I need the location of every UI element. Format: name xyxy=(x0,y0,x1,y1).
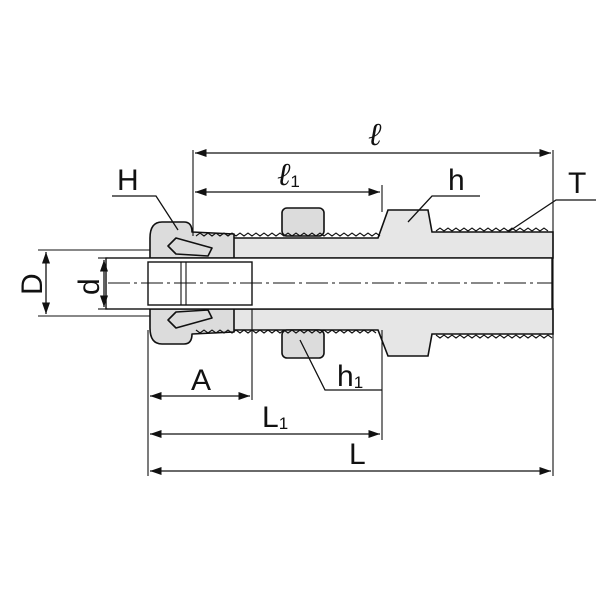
extension-lines xyxy=(38,150,554,476)
label-L1: L1 xyxy=(262,401,288,434)
label-A: A xyxy=(191,364,211,397)
dimension-lines xyxy=(41,148,551,476)
leader-lines xyxy=(112,195,596,391)
label-L: L xyxy=(349,438,366,471)
hex-h1-lower xyxy=(281,329,325,359)
label-l: ℓ xyxy=(368,116,382,152)
ferrule-lower xyxy=(167,309,213,329)
ferrule-upper xyxy=(167,237,213,257)
thread-lower-right xyxy=(435,334,553,339)
label-D: D xyxy=(16,273,49,295)
body-upper xyxy=(231,209,554,259)
fitting-body xyxy=(105,207,554,359)
label-H: H xyxy=(117,164,139,197)
label-h1: h1 xyxy=(337,360,363,393)
thread-lower-left xyxy=(195,329,377,334)
thread-upper-left xyxy=(195,232,381,237)
label-d: d xyxy=(73,278,106,295)
label-h: h xyxy=(448,164,465,197)
hex-h1-upper xyxy=(281,207,325,237)
leader-h xyxy=(407,195,480,223)
leader-T xyxy=(507,199,596,233)
leader-h1 xyxy=(299,339,382,391)
leader-H xyxy=(112,195,179,231)
label-T: T xyxy=(568,167,586,200)
label-l1: ℓ1 xyxy=(277,156,300,192)
dimension-labels: H h T ℓ ℓ1 h1 A L1 L D d xyxy=(16,116,586,471)
thread-upper-right xyxy=(435,227,549,232)
